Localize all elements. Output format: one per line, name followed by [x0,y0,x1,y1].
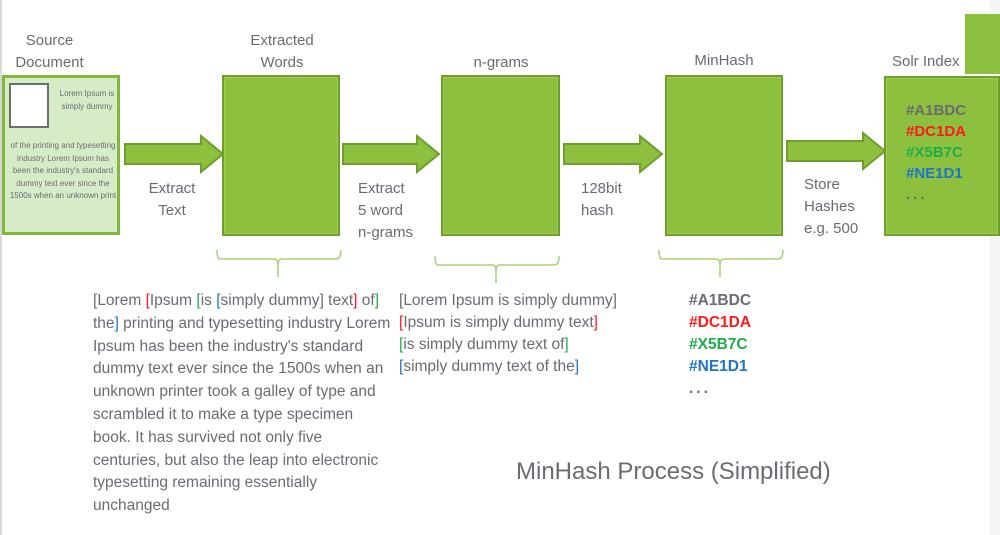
bracket-open-red: [ [145,292,150,309]
ngram-bracket-open: [ [399,336,404,353]
step-extract-ngrams: Extract 5 word n-grams [358,178,438,244]
solr-hash-3: #X5B7C [906,144,963,161]
document-text-bottom: of the printing and typesetting industry… [9,141,117,200]
ngram-bracket-close: ] [593,314,598,331]
minhash-hash-2: #DC1DA [689,314,752,331]
ngram-text: Lorem Ipsum is simply dummy [403,292,613,309]
ngrams-box [441,75,560,236]
step-store-line1: Store [804,176,840,193]
ngram-bracket-open: [ [399,314,404,331]
minhash-hash-1: #A1BDC [689,292,752,309]
bracket-open-gray: [ [93,292,98,309]
word-text: text [323,292,354,309]
ngram-row: [simply dummy text of the] [399,356,659,378]
arrow-hash [563,134,664,174]
bracket-close-blue: ] [114,314,119,332]
ngrams-label: n-grams [473,54,529,71]
minhash-ellipsis: ... [689,380,711,397]
word-of: of [357,292,375,309]
step-extract-ngrams-line3: n-grams [358,224,414,241]
source-document-box: Lorem Ipsum is simply dummy of the print… [2,75,120,235]
minhash-label: MinHash [694,52,754,69]
solr-hash-list: #A1BDC #DC1DA #X5B7C #NE1D1 ... [906,100,966,205]
step-extract-text: Extract Text [142,178,202,222]
solr-index-label: Solr Index [892,53,960,70]
left-edge-line [0,0,2,535]
extracted-words-example: [Lorem [Ipsum [is [simply dummy] text] o… [93,290,393,518]
ngram-row: [Ipsum is simply dummy text] [399,312,659,334]
bracket-close-red: ] [353,292,358,309]
step-extract-text-line2: Text [158,202,186,219]
solr-hash-4: #NE1D1 [906,165,963,182]
step-extract-ngrams-line2: 5 word [358,202,404,219]
ngram-bracket-open: [ [399,358,404,375]
ngram-bracket-close: ] [612,292,617,309]
word-the: the [93,314,115,332]
ngram-row: [is simply dummy text of] [399,334,659,356]
ngram-bracket-close: ] [564,336,569,353]
ngram-text: is simply dummy text of [403,336,565,353]
arrow-extract-text [124,134,225,174]
bracket-close-gray: ] [319,292,324,309]
document-text-top: Lorem Ipsum is simply dummy [59,89,115,111]
source-document-label: Source Document [2,30,97,74]
bracket-open-blue: [ [216,292,221,309]
source-label-line2: Document [15,54,84,71]
ngram-bracket-open: [ [399,292,404,309]
ngram-bracket-close: ] [574,358,580,375]
step-extract-ngrams-line1: Extract [358,180,405,197]
diagram-title: MinHash Process (Simplified) [516,458,831,485]
extracted-words-label-line2: Words [260,54,304,71]
solr-hash-ellipsis: ... [906,186,928,203]
ngram-text: simply dummy text of the [403,358,575,375]
minhash-example: #A1BDC #DC1DA #X5B7C #NE1D1 ... [689,290,751,400]
step-hash: 128bit hash [581,178,651,222]
minhash-box [665,75,783,236]
minhash-hash-3: #X5B7C [689,336,748,353]
step-store: Store Hashes e.g. 500 [804,174,884,240]
document-image-placeholder [9,83,49,128]
word-lorem: Lorem [97,292,146,309]
step-hash-line1: 128bit [581,180,622,197]
word-ipsum: Ipsum [149,292,197,309]
step-extract-text-line1: Extract [148,180,196,197]
solr-index-box: #A1BDC #DC1DA #X5B7C #NE1D1 ... [884,76,1000,236]
arrow-store [786,131,887,171]
word-is: is [200,292,217,309]
brace-extracted-words [216,249,342,277]
word-simply-dummy: simply dummy [220,292,320,309]
bracket-open-green: [ [196,292,201,309]
step-store-line3: e.g. 500 [804,220,859,237]
bracket-close-green: ] [374,292,380,309]
ngram-row: [Lorem Ipsum is simply dummy] [399,290,659,312]
solr-hash-2: #DC1DA [906,123,967,140]
step-store-line2: Hashes [804,198,855,215]
source-label-line1: Source [25,32,74,49]
brace-ngrams [434,255,560,283]
right-edge-strip [990,0,1000,535]
extracted-words-label-line1: Extracted [250,32,314,49]
minhash-hash-4: #NE1D1 [689,358,748,375]
arrow-extract-ngrams [342,134,441,174]
ngram-text: Ipsum is simply dummy text [403,314,594,331]
background-green-bar [965,14,1000,74]
ngrams-example: [Lorem Ipsum is simply dummy] [Ipsum is … [399,290,659,378]
extracted-words-box [222,75,340,236]
brace-minhash [658,249,784,277]
extracted-words-label: Extracted Words [222,30,342,74]
step-hash-line2: hash [581,202,614,219]
words-remaining-text: printing and typesetting industry Lorem … [93,314,391,515]
solr-hash-1: #A1BDC [906,102,967,119]
